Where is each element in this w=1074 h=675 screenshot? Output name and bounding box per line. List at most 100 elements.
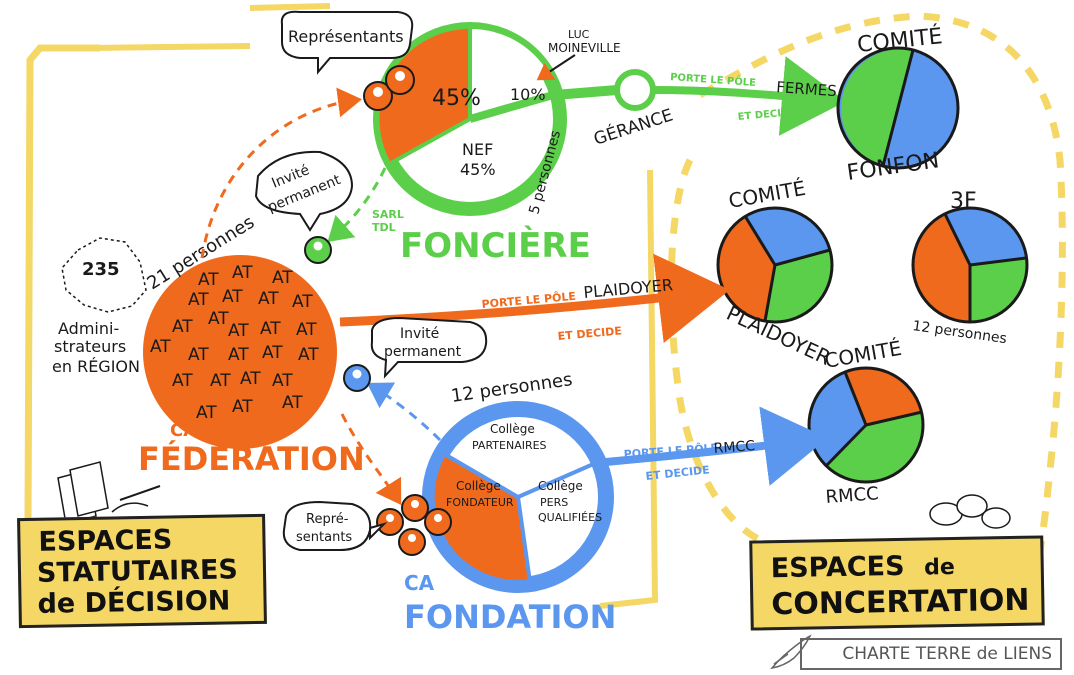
- fondation-title-1: CA: [404, 571, 435, 595]
- region-count: 235: [82, 259, 120, 280]
- bubble-representants-top-text: Représentants: [288, 27, 404, 46]
- documents-sketch-icon: [57, 461, 161, 525]
- committee-rmcc-pie: [807, 366, 925, 484]
- federation-title-1: CA: [170, 420, 197, 441]
- invite-fondation-arrow: [366, 382, 442, 442]
- fondation-title-2: FONDATION: [404, 598, 616, 636]
- committee-fonfon-top: COMITÉ: [856, 23, 944, 58]
- fonciere-subtitle-2: TDL: [372, 221, 396, 234]
- region-label-1: Admini-: [58, 319, 119, 338]
- representants-top-arrow: [200, 87, 362, 259]
- fonciere-share-nef: 45%: [460, 160, 496, 179]
- invite-person-green-icon: [304, 236, 332, 264]
- at-mark: AT: [210, 371, 231, 391]
- credit-text: CHARTE TERRE de LIENS: [842, 644, 1052, 664]
- statutory-frame: [24, 3, 659, 609]
- committee-fonfon-pie: [836, 46, 960, 170]
- fonciere-title: FONCIÈRE: [400, 225, 591, 266]
- concertation-frame: [667, 12, 1066, 601]
- at-mark: AT: [292, 292, 313, 312]
- region-label-3: en RÉGION: [52, 357, 140, 376]
- bubble-representants-bottom: [282, 500, 388, 551]
- fermes-arrow: [652, 56, 846, 136]
- at-mark: AT: [196, 403, 217, 423]
- sign-left-line-1: ESPACES: [38, 524, 173, 558]
- credit-box: CHARTE TERRE de LIENS: [770, 634, 1062, 670]
- at-mark: AT: [260, 319, 281, 339]
- fondation-pie: [422, 401, 614, 593]
- fonciere-share-orange: 45%: [432, 86, 481, 111]
- representants-group-icon: [376, 494, 452, 556]
- invite-person-blue-icon: [343, 364, 371, 392]
- fonciere-share-nef-name: NEF: [462, 140, 493, 159]
- at-mark: AT: [282, 393, 303, 413]
- at-mark: AT: [298, 345, 319, 365]
- sign-right-line-2: de: [923, 554, 956, 581]
- at-mark: AT: [232, 263, 253, 283]
- gerance-person-2: MOINEVILLE: [548, 41, 621, 55]
- chat-bubbles-sketch-icon: [929, 494, 1011, 529]
- sign-statutory-decision: ESPACES STATUTAIRES de DÉCISION: [17, 513, 267, 629]
- fonciere-subtitle-1: SARL: [372, 208, 404, 221]
- at-mark: AT: [198, 270, 219, 290]
- sign-left-line-2: STATUTAIRES: [36, 554, 239, 589]
- college-fondateur-2: FONDATEUR: [446, 496, 514, 509]
- at-mark: AT: [262, 343, 283, 363]
- at-mark: AT: [188, 345, 209, 365]
- invite-fonciere-arrow: [327, 167, 387, 242]
- committee-rmcc-bottom: RMCC: [825, 483, 880, 508]
- committee-3f-pie: [911, 206, 1029, 324]
- at-mark: AT: [272, 268, 293, 288]
- fonciere-share-small: 10%: [510, 85, 546, 104]
- at-mark: AT: [258, 289, 279, 309]
- gerance-person-1: LUC: [568, 28, 590, 41]
- sign-right-line-1: ESPACES: [770, 550, 905, 585]
- bubble-representants-bottom-1: Repré-: [306, 512, 349, 527]
- rmcc-arrow: [605, 406, 828, 486]
- at-mark: AT: [172, 371, 193, 391]
- representants-bottom-arrow: [340, 413, 402, 506]
- sign-right-line-3: CONCERTATION: [771, 582, 1030, 623]
- federation-circle: [143, 255, 337, 449]
- bubble-representants-bottom-2: sentants: [296, 530, 352, 545]
- fermes-label-3: ET DECIDE: [737, 107, 796, 123]
- federation-at-grid: AT AT AT AT AT AT AT AT AT AT AT AT AT A…: [150, 263, 319, 423]
- college-qualifiees-2: PERS: [540, 496, 568, 509]
- at-mark: AT: [240, 369, 261, 389]
- at-mark: AT: [296, 320, 317, 340]
- at-mark: AT: [172, 317, 193, 337]
- at-mark: AT: [150, 337, 171, 357]
- at-mark: AT: [228, 321, 249, 341]
- region-label-2: strateurs: [54, 337, 126, 356]
- sign-left-line-3: de DÉCISION: [37, 585, 231, 620]
- committee-3f-title: 3F: [950, 189, 977, 214]
- fermes-label-2: FERMES: [776, 78, 838, 100]
- college-partenaires-2: PARTENAIRES: [472, 439, 547, 452]
- fonciere-pie: [373, 22, 567, 216]
- bubble-invite-1: [254, 150, 354, 232]
- college-fondateur-1: Collège: [456, 479, 501, 493]
- at-mark: AT: [208, 309, 229, 329]
- bubble-invite-2: [370, 316, 488, 379]
- bubble-invite-2a-text: Invité: [400, 326, 439, 342]
- quill-icon: [770, 634, 812, 670]
- at-mark: AT: [188, 290, 209, 310]
- bubble-invite-2b-text: permanent: [384, 344, 462, 360]
- at-mark: AT: [228, 345, 249, 365]
- college-qualifiees-1: Collège: [538, 479, 583, 493]
- college-partenaires-1: Collège: [490, 422, 535, 436]
- at-mark: AT: [272, 371, 293, 391]
- france-map-icon: [61, 237, 147, 313]
- federation-title-2: FÉDÉRATION: [138, 440, 365, 478]
- bubble-representants-top: [280, 10, 414, 75]
- committee-plaidoyer-pie: [716, 206, 834, 324]
- plaidoyer-label-3: ET DECIDE: [557, 324, 622, 343]
- sign-concertation: ESPACES de CONCERTATION: [749, 535, 1045, 631]
- plaidoyer-arrow: [339, 253, 730, 344]
- at-mark: AT: [232, 397, 253, 417]
- at-mark: AT: [222, 287, 243, 307]
- rmcc-label-2: RMCC: [713, 438, 756, 457]
- representants-people-icon: [363, 65, 415, 111]
- college-qualifiees-3: QUALIFIÉES: [538, 511, 602, 524]
